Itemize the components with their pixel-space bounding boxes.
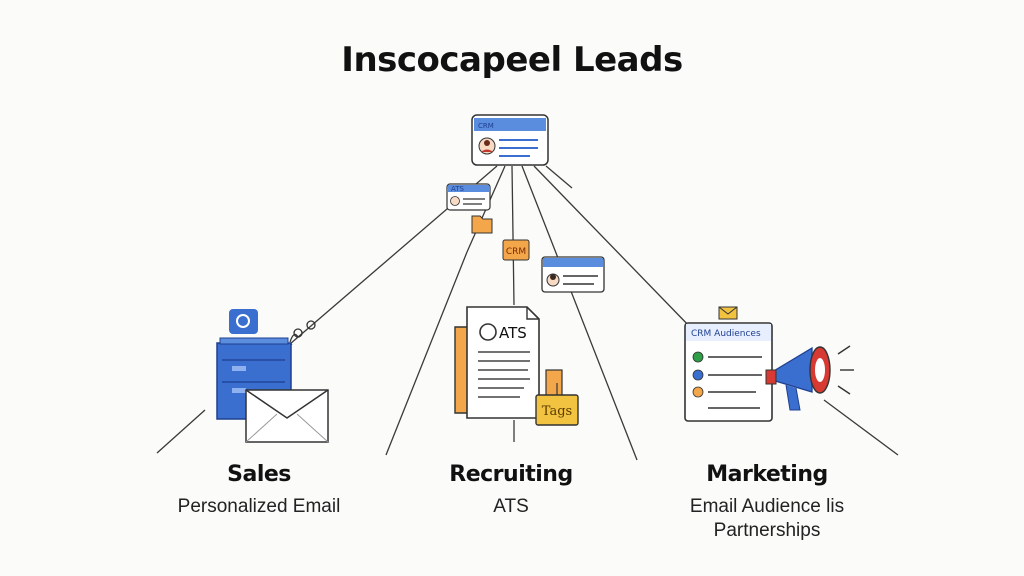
- line-to-recruiting: [511, 165, 515, 306]
- profile-card-right: [541, 256, 605, 293]
- at-icon: [479, 323, 497, 341]
- tags-label-icon: Tags: [535, 383, 579, 426]
- sales-subtitle: Personalized Email: [177, 496, 341, 517]
- mail-icon-small: [718, 306, 738, 320]
- column-marketing: Marketing Email Audience lis Partnership…: [657, 462, 877, 543]
- ats-document-label: ATS: [499, 324, 527, 342]
- small-card-label: ATS: [451, 185, 465, 193]
- marketing-heading: Marketing: [706, 462, 828, 487]
- line-center-right: [521, 165, 638, 461]
- ats-document: [466, 306, 540, 419]
- tag-badge-label: CRM: [506, 247, 526, 257]
- crm-audiences-card: CRM Audiences: [684, 322, 773, 422]
- recruiting-subtitle: ATS: [493, 496, 529, 517]
- column-sales: Sales Personalized Email: [159, 462, 359, 519]
- check-icon-blue: [692, 369, 704, 381]
- sales-heading: Sales: [227, 462, 291, 487]
- top-card-label: CRM: [478, 122, 494, 130]
- small-ats-card: ATS: [446, 183, 491, 211]
- tags-label: Tags: [542, 404, 572, 419]
- marketing-illustration: CRM Audiences: [684, 306, 854, 422]
- sales-illustration: [216, 309, 329, 443]
- line-short-right: [545, 165, 573, 189]
- chat-bubble-icon: [229, 309, 258, 334]
- top-crm-card: CRM: [471, 114, 549, 166]
- recruiting-illustration: ATS Tags: [454, 306, 579, 426]
- marketing-subtitle-line1: Email Audience lis: [689, 496, 845, 517]
- page-title: Inscocapeel Leads: [341, 40, 683, 80]
- line-to-marketing: [533, 165, 694, 331]
- megaphone-icon: [765, 345, 854, 411]
- line-sales-left: [156, 409, 206, 454]
- folder-icon: [471, 215, 493, 234]
- check-icon-green: [692, 351, 704, 363]
- sound-waves: [837, 345, 854, 395]
- line-mkt-right: [823, 399, 899, 456]
- envelope-icon: [245, 389, 329, 443]
- line-left-long: [385, 251, 468, 456]
- top-card-lines: [499, 139, 538, 157]
- crm-audiences-label: CRM Audiences: [691, 329, 761, 339]
- tag-badge: CRM: [502, 239, 530, 261]
- marketing-subtitle: Email Audience lis Partnerships: [657, 495, 877, 543]
- check-icon-orange: [692, 386, 704, 398]
- recruiting-heading: Recruiting: [449, 462, 573, 487]
- audience-lines: [708, 356, 762, 409]
- marketing-subtitle-line2: Partnerships: [713, 520, 821, 541]
- column-recruiting: Recruiting ATS: [411, 462, 611, 519]
- document-lines: [478, 351, 530, 398]
